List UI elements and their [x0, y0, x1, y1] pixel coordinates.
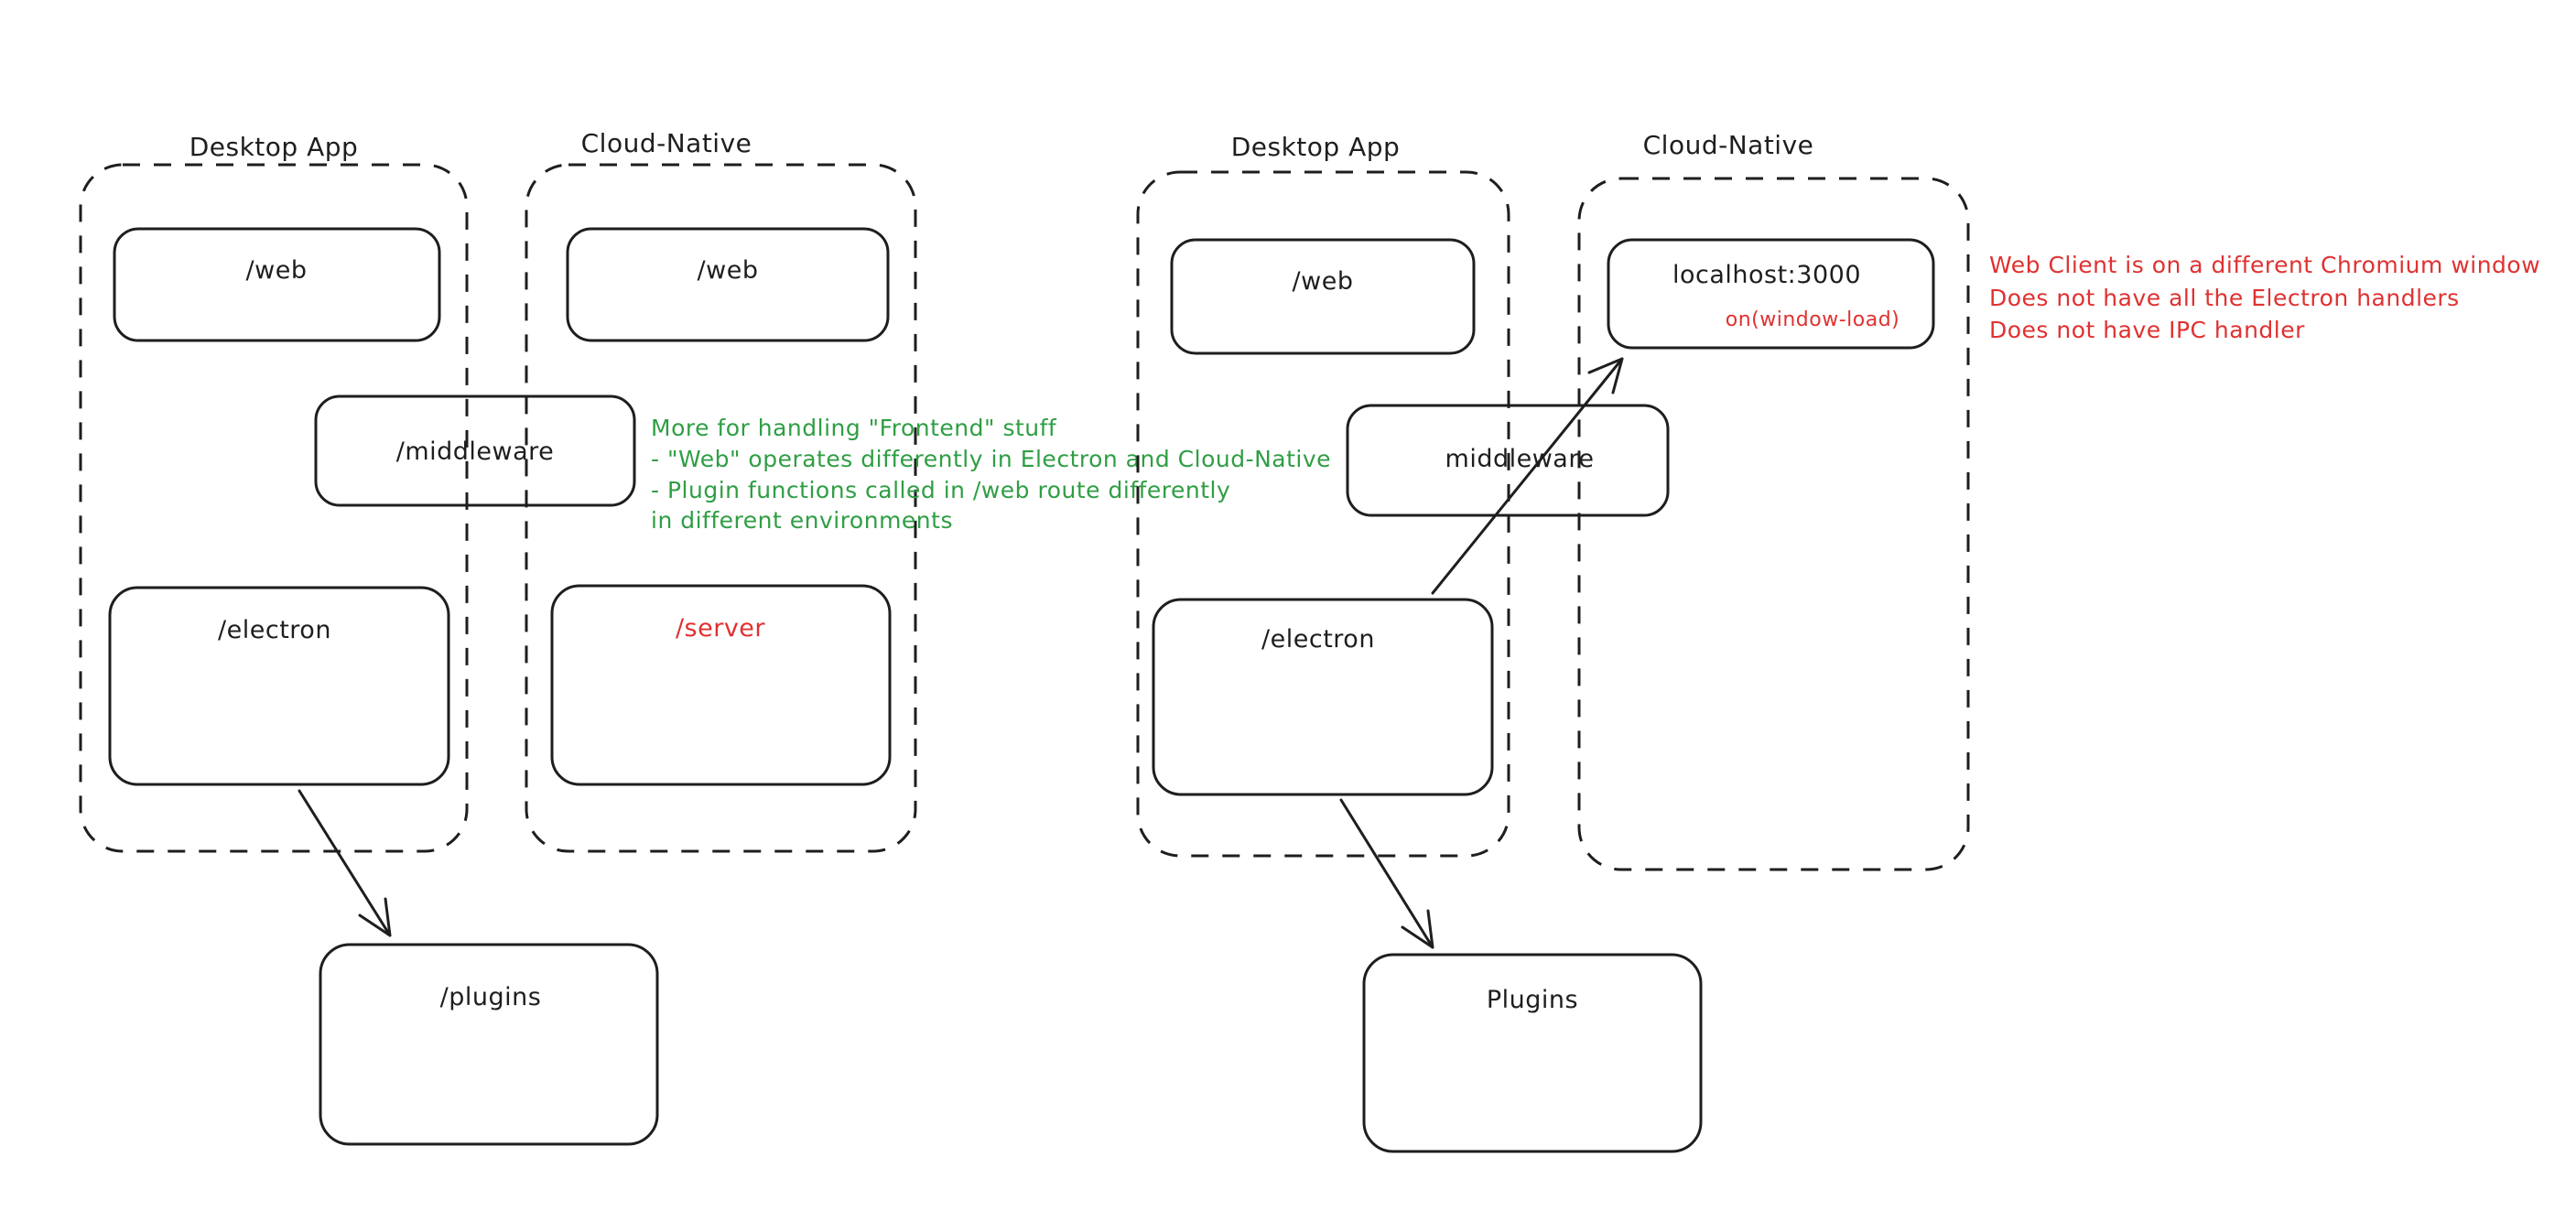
desktop-app-label-left: Desktop App	[189, 132, 359, 162]
middleware-box-left	[314, 394, 636, 507]
electron-box-left	[108, 586, 450, 786]
cloud-native-group-left: Cloud-Native /web /server	[525, 128, 917, 853]
cloud-native-label-right: Cloud-Native	[1643, 130, 1814, 160]
cloud-native-container-right	[1577, 177, 1970, 871]
web-box-left-desktop	[113, 227, 441, 342]
cloud-native-label-left: Cloud-Native	[581, 128, 752, 158]
desktop-app-container-left	[79, 163, 469, 853]
green-note-line-3: - Plugin functions called in /web route …	[651, 477, 1230, 503]
localhost-label: localhost:3000	[1672, 261, 1861, 289]
green-note: More for handling "Frontend" stuff - "We…	[651, 415, 1331, 534]
server-box	[550, 584, 892, 786]
arrow-electron-to-plugins-left	[298, 789, 392, 937]
plugins-label-left: /plugins	[440, 983, 542, 1011]
electron-label-right: /electron	[1261, 625, 1375, 654]
red-note-line-1: Web Client is on a different Chromium wi…	[1989, 252, 2540, 278]
window-load-label: on(window-load)	[1726, 308, 1900, 331]
web-box-right	[1170, 238, 1476, 355]
desktop-app-group-right: Desktop App /web /electron	[1136, 132, 1510, 858]
cloud-native-group-right: Cloud-Native localhost:3000 on(window-lo…	[1577, 130, 1970, 871]
middleware-label-left: /middleware	[396, 438, 555, 466]
red-note-line-3: Does not have IPC handler	[1989, 317, 2305, 343]
red-note-line-2: Does not have all the Electron handlers	[1989, 285, 2460, 311]
green-note-line-1: More for handling "Frontend" stuff	[651, 415, 1057, 441]
web-box-left-cloud	[566, 227, 890, 342]
cloud-native-container-left	[525, 163, 917, 853]
electron-box-right	[1152, 598, 1494, 796]
desktop-app-group-left: Desktop App /web /electron	[79, 132, 469, 853]
desktop-app-container-right	[1136, 170, 1510, 858]
plugins-box-left	[319, 943, 659, 1146]
arrow-electron-to-plugins-right	[1339, 798, 1434, 949]
electron-label-left: /electron	[218, 616, 331, 644]
green-note-line-4: in different environments	[651, 507, 953, 534]
arrowhead-electron-to-plugins-left	[358, 897, 392, 937]
desktop-app-label-right: Desktop App	[1231, 132, 1401, 162]
middleware-box-right	[1346, 404, 1670, 517]
localhost-box	[1607, 238, 1935, 350]
red-note: Web Client is on a different Chromium wi…	[1989, 252, 2540, 343]
web-label-left-desktop: /web	[246, 256, 308, 285]
middleware-label-right: middleware	[1445, 445, 1595, 473]
web-label-right: /web	[1293, 267, 1354, 296]
green-note-line-2: - "Web" operates differently in Electron…	[651, 446, 1331, 472]
plugins-label-right: Plugins	[1487, 986, 1578, 1014]
web-label-left-cloud: /web	[698, 256, 759, 285]
arrowhead-electron-to-localhost	[1587, 357, 1624, 394]
arrowhead-electron-to-plugins-right	[1401, 909, 1434, 949]
server-label: /server	[676, 614, 765, 643]
plugins-box-right	[1362, 953, 1703, 1153]
arrow-electron-to-localhost	[1431, 357, 1624, 595]
